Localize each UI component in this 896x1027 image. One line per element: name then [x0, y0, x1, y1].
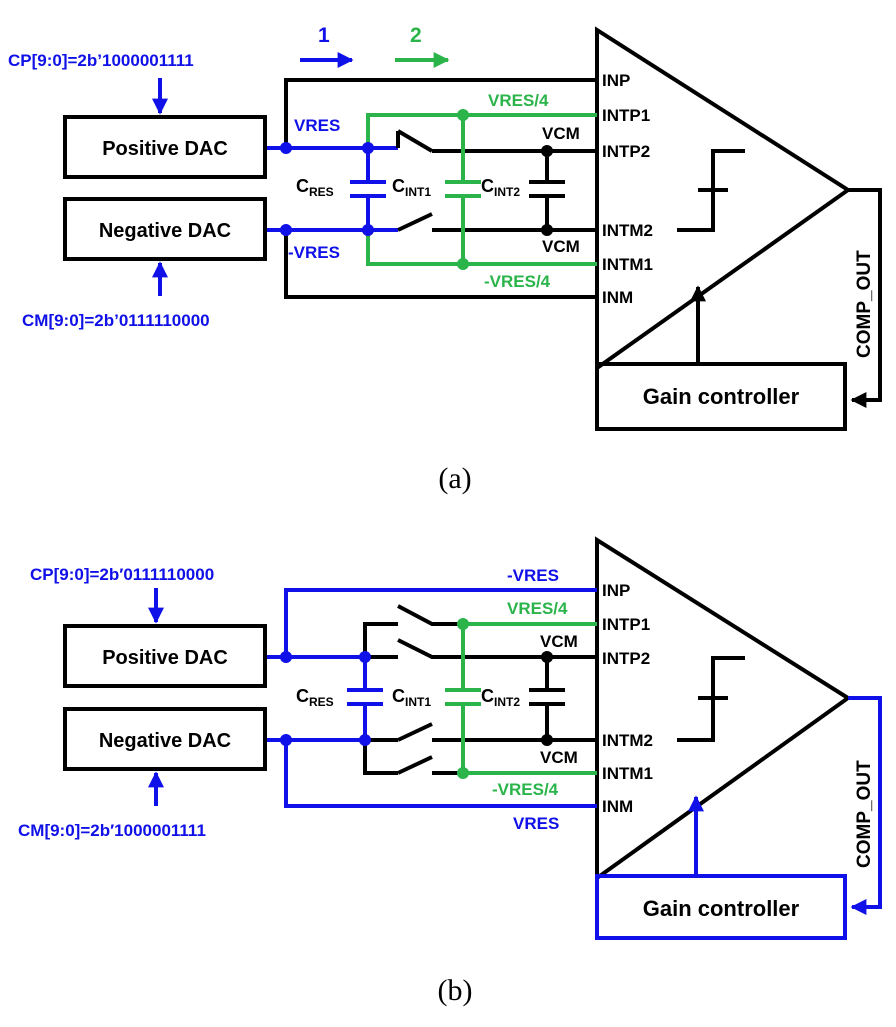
pin-intp1: INTP1	[602, 615, 650, 634]
step1-label: 1	[318, 24, 330, 47]
pin-intp2: INTP2	[602, 649, 650, 668]
hysteresis-symbol	[677, 149, 745, 232]
c-res-label: CRES	[296, 176, 334, 199]
c-int1-capacitor	[445, 115, 481, 264]
positive-dac-box	[63, 624, 267, 688]
comparator-triangle	[595, 536, 852, 882]
pin-inp: INP	[602, 71, 630, 90]
vcm-bottom-label: VCM	[540, 748, 578, 767]
hysteresis-symbol	[677, 656, 745, 742]
gain-controller-box	[595, 362, 847, 431]
neg-vres-label: -VRES	[507, 566, 559, 585]
gain-controller-label: Gain controller	[643, 384, 800, 409]
vcm-top-label: VCM	[540, 632, 578, 651]
panel-a	[63, 26, 882, 431]
c-int2-label: CINT2	[481, 176, 520, 199]
c-int1-label: CINT1	[392, 686, 431, 709]
pin-intm1: INTM1	[602, 764, 653, 783]
neg-vres4-label: -VRES/4	[492, 780, 559, 799]
caption-b: (b)	[438, 974, 473, 1007]
switch-bottom	[397, 212, 597, 232]
vcm-bottom-label: VCM	[542, 237, 580, 256]
comp-out-feedback	[848, 696, 882, 915]
cm-code-label: CM[9:0]=2b′1000001111	[18, 821, 206, 840]
panel-b	[63, 536, 882, 940]
vres4-wire	[366, 113, 597, 148]
switch-network	[363, 622, 398, 775]
vres4-label: VRES/4	[507, 599, 568, 618]
inp-wire	[284, 588, 597, 657]
vres-label: VRES	[294, 116, 340, 135]
pin-intm2: INTM2	[602, 731, 653, 750]
pin-intm2: INTM2	[602, 221, 653, 240]
positive-dac-label: Positive DAC	[102, 647, 228, 669]
gain-controller-label: Gain controller	[643, 896, 800, 921]
c-res-capacitor	[350, 148, 386, 230]
c-res-capacitor	[347, 657, 383, 740]
c-int2-capacitor	[529, 151, 565, 230]
comp-out-label: COMP_OUT	[854, 760, 875, 868]
positive-dac-box	[63, 115, 267, 179]
panel-a-labels: CP[9:0]=2b’1000001111 CM[9:0]=2b’0111110…	[8, 24, 875, 495]
inp-wire	[284, 78, 597, 148]
vres-label: VRES	[513, 814, 559, 833]
negative-dac-box	[63, 707, 267, 771]
neg-vres-label: -VRES	[288, 243, 340, 262]
pin-intp2: INTP2	[602, 142, 650, 161]
inm-wire	[284, 740, 597, 808]
comp-out-label: COMP_OUT	[854, 250, 875, 358]
vres4-label: VRES/4	[488, 91, 549, 110]
negative-dac-label: Negative DAC	[99, 220, 231, 242]
caption-a: (a)	[438, 462, 471, 495]
c-int2-label: CINT2	[481, 686, 520, 709]
c-res-label: CRES	[296, 686, 334, 709]
inm-wire	[284, 230, 597, 299]
comparator-triangle	[595, 26, 852, 372]
step2-label: 2	[410, 24, 422, 47]
vcm-top-label: VCM	[542, 124, 580, 143]
panel-b-labels: CP[9:0]=2b′0111110000 CM[9:0]=2b′1000001…	[18, 565, 875, 1007]
cp-code-label: CP[9:0]=2b′0111110000	[30, 565, 214, 584]
comp-out-feedback	[848, 188, 882, 408]
pin-inm: INM	[602, 797, 633, 816]
neg-vres4-label: -VRES/4	[484, 272, 551, 291]
cp-code-label: CP[9:0]=2b’1000001111	[8, 51, 194, 70]
neg-vres4-wire	[366, 230, 597, 266]
c-int1-label: CINT1	[392, 176, 431, 199]
pin-intp1: INTP1	[602, 106, 650, 125]
c-int1-capacitor	[445, 624, 481, 773]
gain-controller-box	[595, 874, 847, 940]
switch-3	[397, 722, 597, 742]
pin-inp: INP	[602, 581, 630, 600]
positive-dac-label: Positive DAC	[102, 138, 228, 160]
negative-dac-label: Negative DAC	[99, 730, 231, 752]
negative-dac-box	[63, 197, 267, 261]
cm-code-label: CM[9:0]=2b’0111110000	[22, 311, 210, 330]
switch-top	[396, 129, 597, 153]
pin-inm: INM	[602, 288, 633, 307]
c-int2-capacitor	[529, 657, 565, 740]
pin-intm1: INTM1	[602, 255, 653, 274]
